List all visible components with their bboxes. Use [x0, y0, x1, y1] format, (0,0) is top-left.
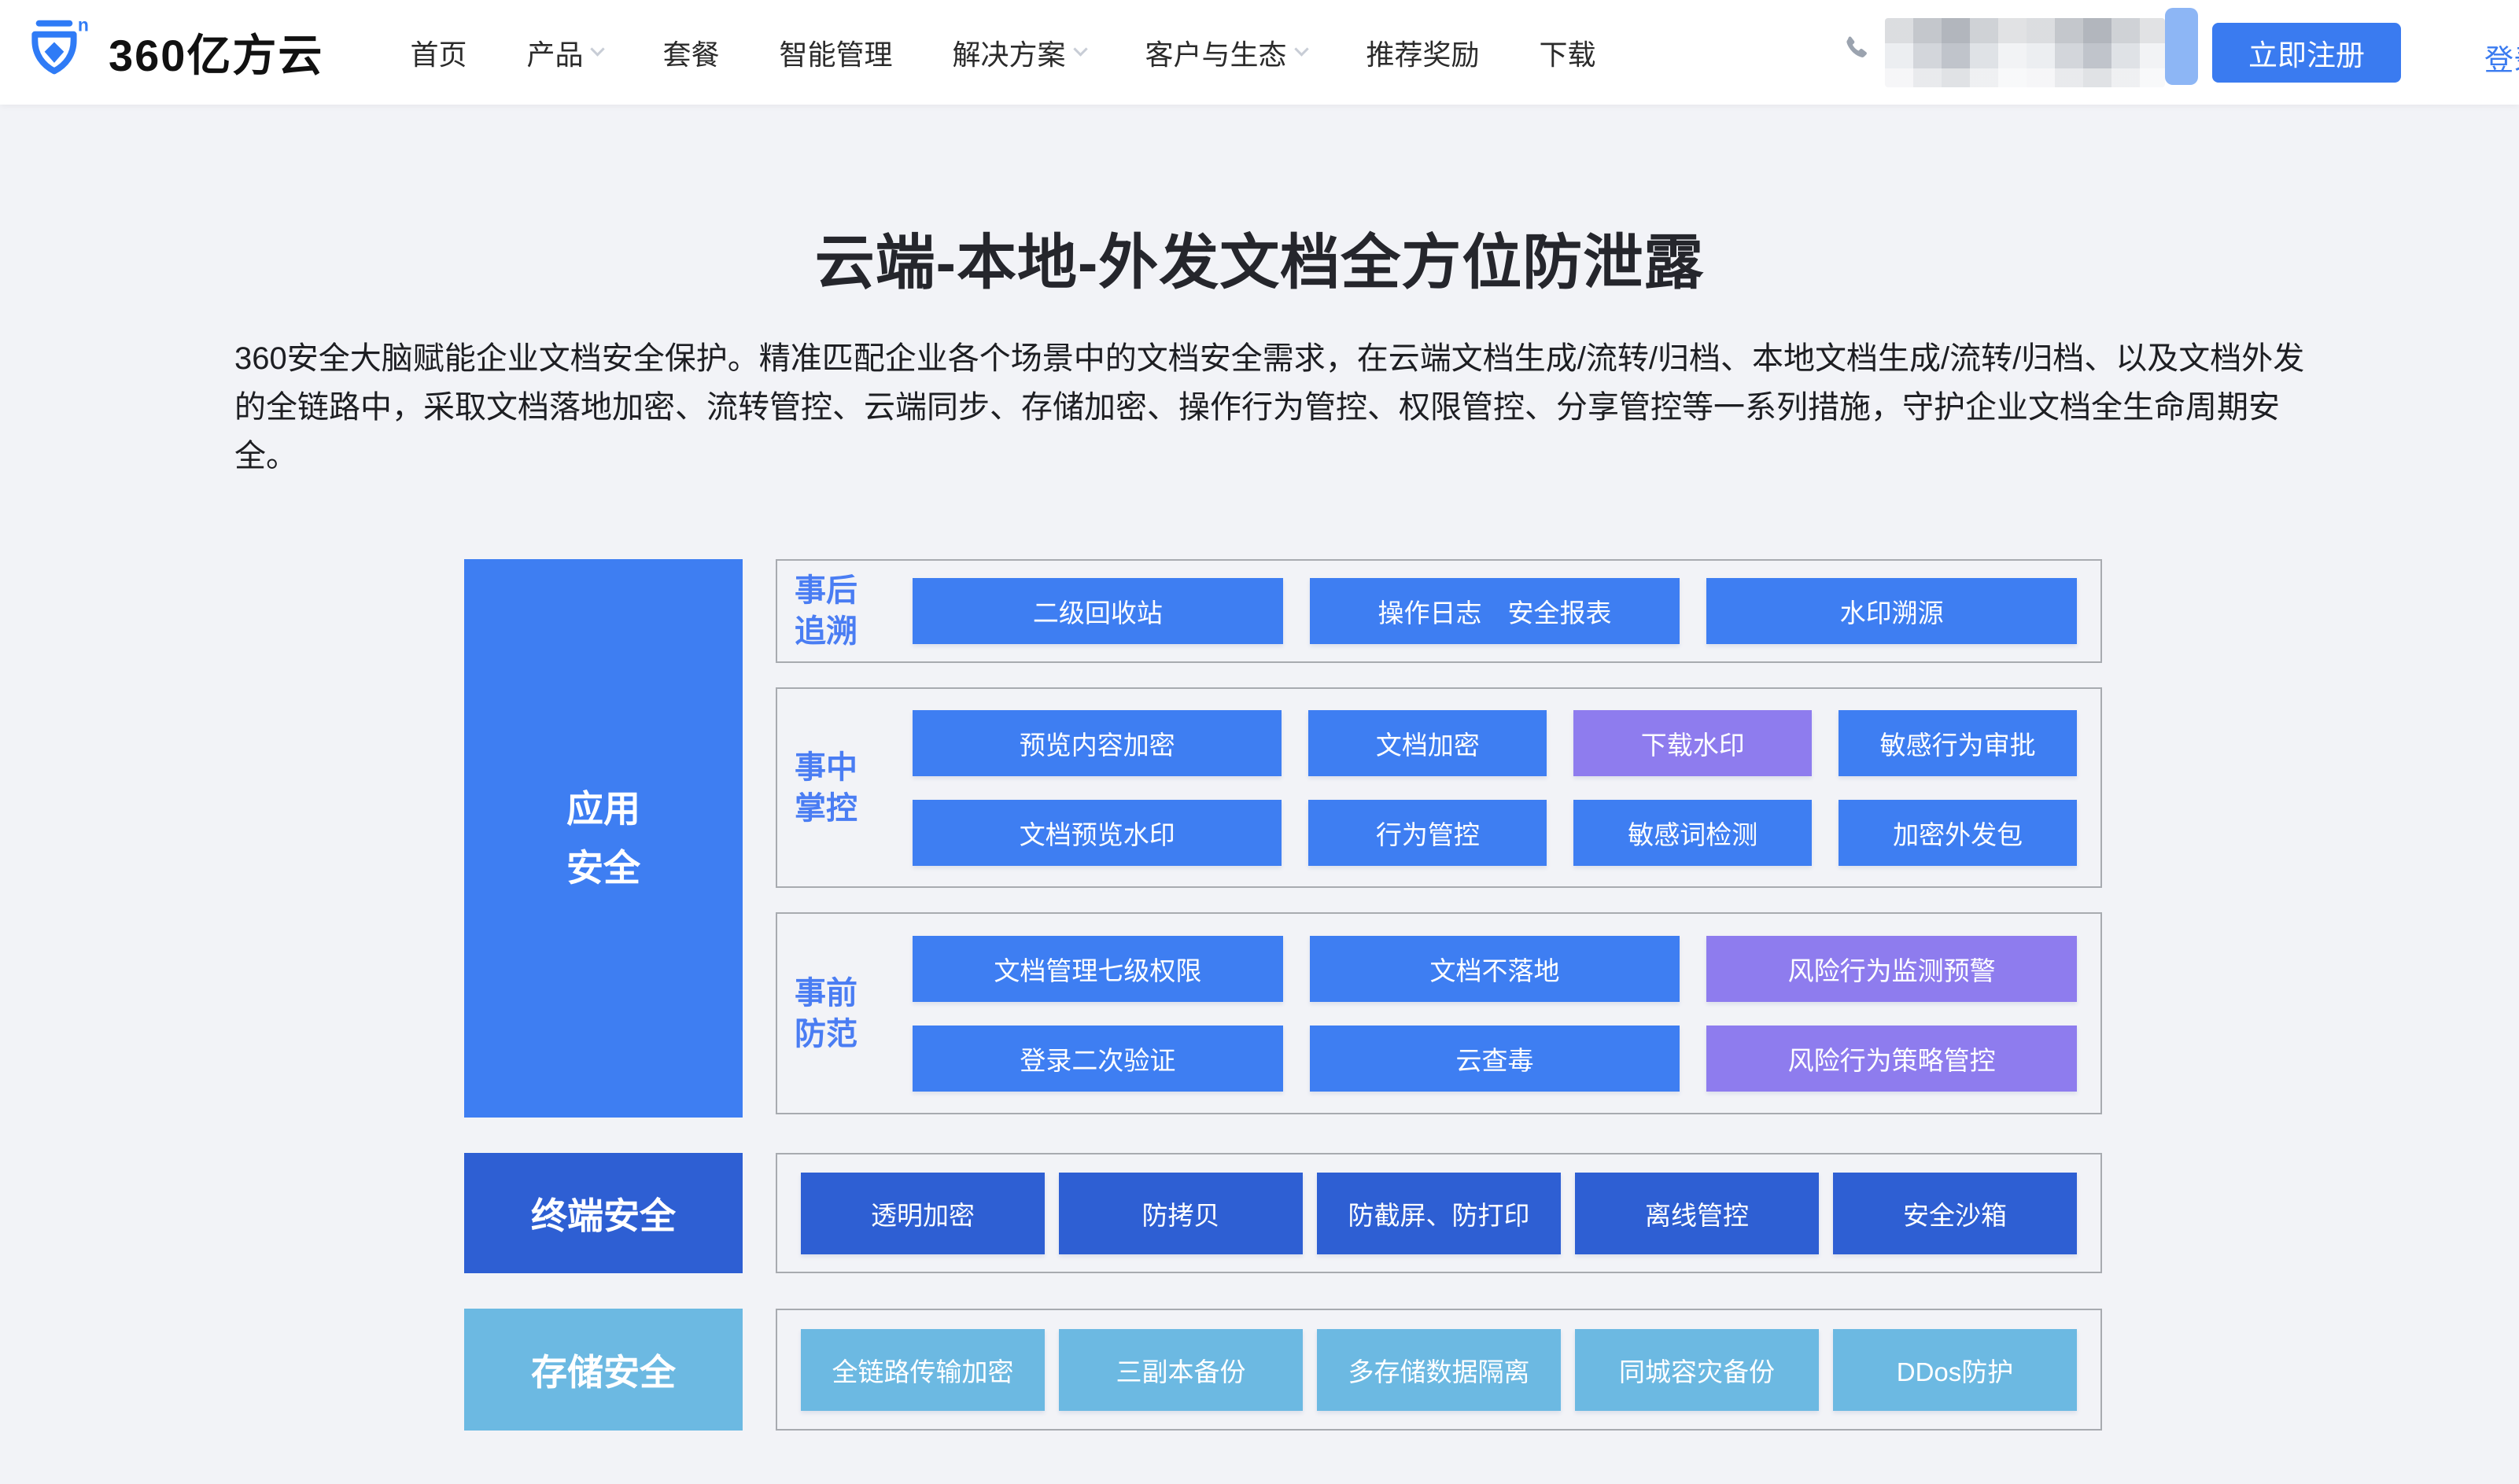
phase-label-pre-event: 事前 防范	[795, 975, 857, 1051]
feature-recycle-bin: 二级回收站	[913, 578, 1283, 644]
feature-sensitive-word-detection: 敏感词检测	[1573, 799, 1813, 866]
login-link[interactable]: 登录	[2484, 44, 2519, 76]
feature-offline-control: 离线管控	[1575, 1172, 1819, 1254]
feature-document-preview-watermark: 文档预览水印	[913, 799, 1282, 866]
chevron-down-icon	[1072, 42, 1088, 57]
feature-anti-screenshot-print: 防截屏、防打印	[1317, 1172, 1561, 1254]
group-in-event-control: 事中 掌控 预览内容加密 文档加密 下载水印 敏感行为审批 文档预览水印 行为管…	[776, 687, 2102, 888]
main-nav: 首页 产品 套餐 智能管理 解决方案 客户与生态 推荐奖励 下载	[410, 32, 1595, 73]
nav-download[interactable]: 下载	[1539, 38, 1596, 71]
group-pre-event-prevention: 事前 防范 文档管理七级权限 文档不落地 风险行为监测预警 登录二次验证 云查毒…	[776, 912, 2102, 1114]
phone-number-redacted	[1885, 17, 2165, 87]
category-storage-security: 存储安全	[464, 1309, 743, 1431]
feature-document-encryption: 文档加密	[1308, 709, 1547, 776]
register-button[interactable]: 立即注册	[2212, 22, 2401, 83]
phase-label-in-event: 事中 掌控	[795, 749, 857, 826]
top-navigation-bar: n 360亿方云 首页 产品 套餐 智能管理 解决方案 客户与生态 推荐奖励 下…	[0, 0, 2519, 105]
feature-preview-content-encryption: 预览内容加密	[913, 709, 1282, 776]
group-post-event-tracing: 事后 追溯 二级回收站 操作日志 安全报表 水印溯源	[776, 559, 2102, 663]
nav-plans[interactable]: 套餐	[662, 38, 720, 71]
decoration	[2165, 7, 2198, 85]
phase-label-post-event: 事后 追溯	[795, 573, 857, 649]
category-terminal-security: 终端安全	[464, 1153, 743, 1273]
feature-watermark-tracing: 水印溯源	[1706, 578, 2078, 644]
page-description: 360安全大脑赋能企业文档安全保护。精准匹配企业各个场景中的文档安全需求，在云端…	[234, 341, 2305, 473]
feature-encrypted-outgoing-package: 加密外发包	[1839, 799, 2077, 866]
svg-text:n: n	[78, 16, 89, 35]
group-storage-security: 全链路传输加密 三副本备份 多存储数据隔离 同城容灾备份 DDos防护	[776, 1309, 2102, 1431]
logo-icon: n	[25, 14, 94, 89]
feature-same-city-disaster-backup: 同城容灾备份	[1575, 1328, 1819, 1411]
feature-behavior-control: 行为管控	[1308, 799, 1547, 866]
nav-referral-rewards[interactable]: 推荐奖励	[1366, 38, 1480, 71]
nav-solutions[interactable]: 解决方案	[953, 32, 1088, 73]
category-app-security: 应用 安全	[464, 559, 743, 1118]
phone-icon	[1839, 33, 1874, 72]
nav-products[interactable]: 产品	[526, 32, 606, 73]
feature-multi-storage-data-isolation: 多存储数据隔离	[1317, 1328, 1561, 1411]
nav-smart-management[interactable]: 智能管理	[779, 38, 893, 71]
feature-security-sandbox: 安全沙箱	[1833, 1172, 2077, 1254]
logo[interactable]: n 360亿方云	[25, 14, 324, 89]
security-matrix: 应用 安全 终端安全 存储安全 事后 追溯 二级回收站 操作日志 安全报表 水印…	[464, 559, 2102, 1432]
feature-login-two-factor: 登录二次验证	[913, 1025, 1283, 1092]
group-terminal-security: 透明加密 防拷贝 防截屏、防打印 离线管控 安全沙箱	[776, 1153, 2102, 1273]
feature-risk-behavior-monitoring: 风险行为监测预警	[1706, 935, 2078, 1002]
nav-customers-ecosystem[interactable]: 客户与生态	[1145, 32, 1309, 73]
logo-text: 360亿方云	[109, 31, 324, 80]
chevron-down-icon	[1293, 42, 1309, 57]
nav-home[interactable]: 首页	[410, 38, 467, 71]
feature-sensitive-behavior-approval: 敏感行为审批	[1839, 709, 2077, 776]
feature-cloud-antivirus: 云查毒	[1309, 1025, 1680, 1092]
feature-document-no-landing: 文档不落地	[1309, 935, 1680, 1002]
feature-operation-log-security-report: 操作日志 安全报表	[1309, 578, 1680, 644]
page-title: 云端-本地-外发文档全方位防泄露	[814, 230, 1705, 296]
feature-anti-copy: 防拷贝	[1059, 1172, 1303, 1254]
feature-ddos-protection: DDos防护	[1833, 1328, 2077, 1411]
chevron-down-icon	[590, 42, 606, 57]
feature-transparent-encryption: 透明加密	[801, 1172, 1045, 1254]
feature-download-watermark: 下载水印	[1573, 709, 1813, 776]
feature-three-replica-backup: 三副本备份	[1059, 1328, 1303, 1411]
header-right: 立即注册	[1839, 7, 2519, 87]
feature-risk-behavior-policy-control: 风险行为策略管控	[1706, 1025, 2078, 1092]
feature-seven-level-permissions: 文档管理七级权限	[913, 935, 1283, 1002]
feature-full-link-transmission-encryption: 全链路传输加密	[801, 1328, 1045, 1411]
